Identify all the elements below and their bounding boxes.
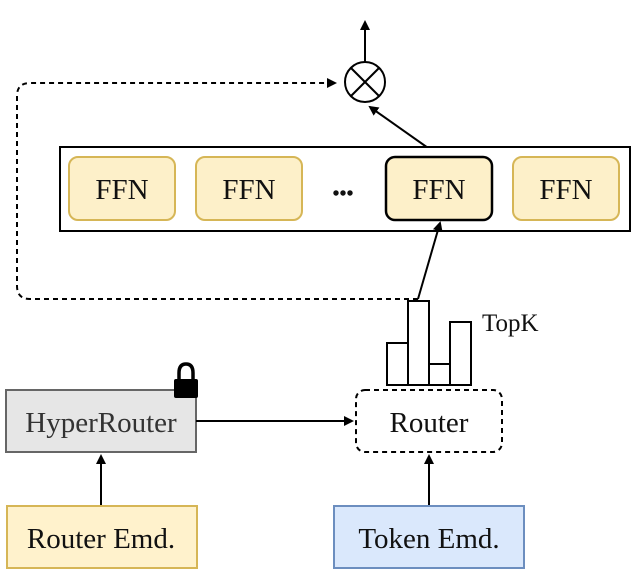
router-box — [355, 389, 503, 453]
expert-ffn-2-label: FFN — [222, 174, 275, 206]
token-emb-box — [333, 505, 525, 569]
topk-to-expert-arrow — [417, 221, 443, 300]
hyperrouter-label: HyperRouter — [25, 407, 177, 439]
topk-bar — [449, 321, 472, 386]
expert-ffn-1: FFN — [68, 156, 176, 221]
expert-ffn-1-label: FFN — [95, 174, 148, 206]
expert-ffn-2: FFN — [195, 156, 303, 221]
router-emb-box — [6, 505, 198, 569]
topk-bar — [386, 342, 409, 386]
router-label: Router — [390, 407, 469, 439]
topk-bar — [407, 300, 430, 386]
expert-ffn-selected-label: FFN — [412, 174, 465, 206]
experts-ellipsis: ••• — [332, 183, 353, 205]
token-emb-label: Token Emd. — [358, 523, 499, 555]
residual-dashed-path — [16, 78, 418, 300]
lock-icon — [174, 362, 198, 398]
router-emb-label: Router Emd. — [27, 523, 175, 555]
expert-ffn-4: FFN — [512, 156, 620, 221]
multiply-circle-icon — [344, 61, 386, 103]
topk-bar — [428, 363, 451, 386]
expert-ffn-selected: FFN — [384, 155, 494, 222]
expert-ffn-4-label: FFN — [539, 174, 592, 206]
topk-histogram — [386, 300, 472, 386]
topk-label: TopK — [482, 310, 539, 337]
